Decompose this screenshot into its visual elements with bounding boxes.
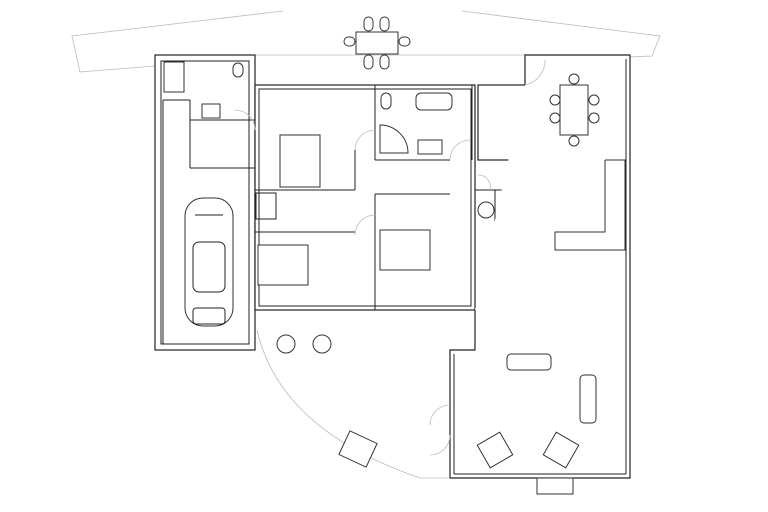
roof-canopy-outline [71, 10, 661, 73]
bedrooms-block [234, 84, 479, 311]
armchair-1 [476, 431, 514, 469]
lounge-chair-1 [276, 334, 296, 354]
armchair-2 [542, 431, 580, 469]
patio [256, 329, 451, 479]
bed-1 [279, 134, 321, 188]
sink [201, 103, 221, 119]
bathtub [415, 92, 453, 111]
bath-sink [417, 139, 443, 155]
shower [379, 124, 409, 154]
bathtub [163, 61, 185, 93]
dining-table [559, 84, 589, 136]
sofa-2 [579, 374, 597, 424]
lounge-chair-2 [312, 334, 332, 354]
bed-2 [257, 244, 309, 286]
kitchen-counter [554, 159, 626, 251]
kitchen-living-block [449, 54, 631, 495]
stairs [255, 192, 277, 220]
bed-3 [379, 229, 431, 271]
car [184, 197, 234, 327]
outdoor-dining-table [343, 16, 411, 70]
toilet [380, 92, 392, 110]
outdoor-bench [338, 430, 378, 468]
garage [154, 54, 256, 351]
bay-window [536, 477, 574, 495]
sofa [506, 353, 552, 371]
toilet [232, 62, 244, 78]
